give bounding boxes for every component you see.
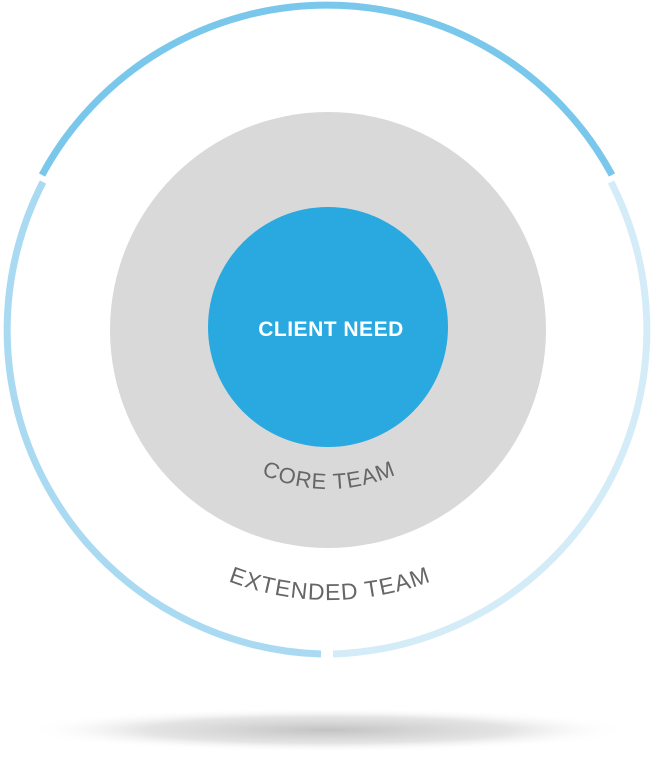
floor-shadow — [23, 708, 633, 752]
client-need-label: CLIENT NEED — [258, 318, 404, 341]
outer-ring-right-segment — [332, 180, 651, 658]
outer-ring-left-segment — [3, 180, 322, 658]
extended-team-label-text: EXTENDED TEAM — [227, 561, 433, 605]
outer-ring-top-segment — [38, 1, 616, 177]
client-need-circle — [208, 207, 448, 447]
extended-team-label: EXTENDED TEAM — [227, 561, 434, 605]
